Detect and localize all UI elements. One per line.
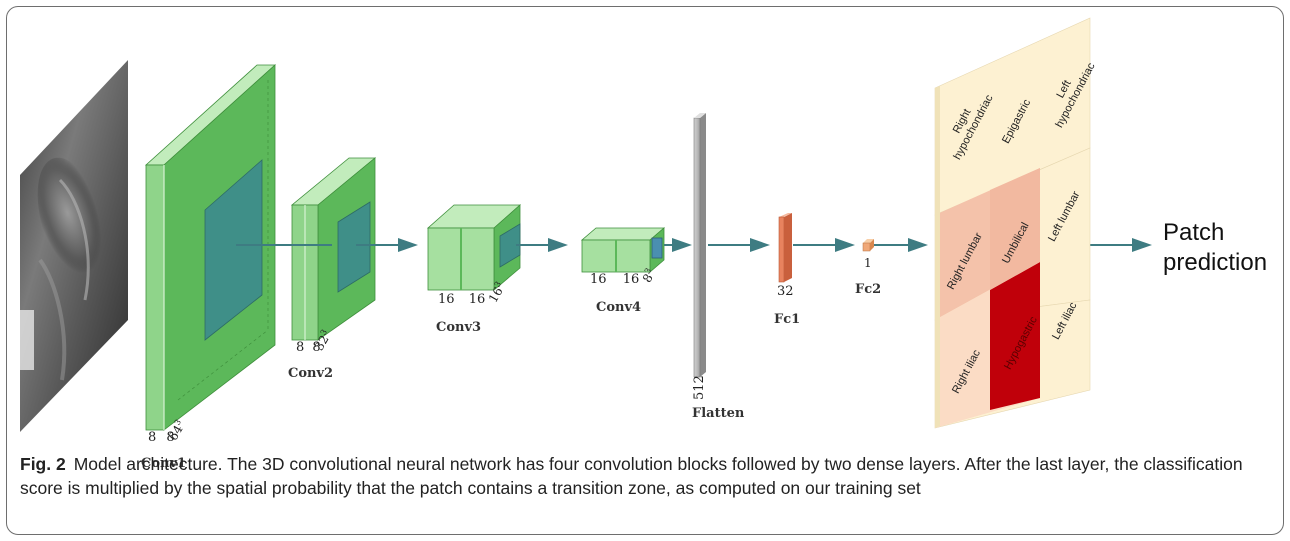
conv2-label: Conv2 — [288, 366, 334, 381]
fc2-layer — [862, 239, 874, 252]
conv2-block — [290, 157, 377, 341]
ct-input-image — [20, 60, 128, 432]
fc1-layer — [778, 213, 792, 283]
conv1-block — [144, 64, 277, 431]
flow-arrows — [236, 238, 1152, 252]
output-label: Patch prediction — [1163, 218, 1267, 278]
conv3-dim-1: 16 — [438, 292, 455, 307]
fc1-size: 32 — [777, 284, 794, 299]
caption-label: Fig. 2 — [20, 454, 66, 474]
conv3-label: Conv3 — [436, 320, 482, 335]
fc2-label: Fc2 — [855, 282, 882, 297]
conv4-block — [580, 227, 666, 273]
output-label-line2: prediction — [1163, 249, 1268, 276]
conv4-dims: 16 16 — [590, 272, 639, 287]
conv1-label: Conv1 — [141, 456, 187, 471]
caption-text: Model architecture. The 3D convolutional… — [20, 454, 1243, 498]
output-label-line1: Patch — [1163, 219, 1225, 246]
flatten-label: Flatten — [692, 406, 745, 421]
conv3-dims: 16 16 — [438, 292, 485, 307]
flatten-layer — [693, 113, 706, 378]
conv1-dims: 8 8 — [148, 430, 175, 445]
flatten-size: 512 — [692, 375, 707, 400]
conv4-dim-1: 16 — [590, 272, 607, 287]
spatial-probability-grid — [934, 17, 1091, 429]
conv1-dim-1: 8 — [148, 430, 157, 445]
conv3-block — [426, 204, 522, 291]
conv1-dim-2: 8 — [166, 430, 175, 445]
conv3-dim-2: 16 — [468, 292, 486, 307]
conv4-dim-2: 16 — [622, 272, 640, 287]
conv2-dim-1: 8 — [296, 340, 305, 355]
fc2-size: 1 — [864, 256, 872, 270]
conv2-dim-2: 8 — [312, 340, 321, 355]
conv2-dims: 8 8 — [296, 340, 321, 355]
fc1-label: Fc1 — [774, 312, 801, 327]
conv4-label: Conv4 — [596, 300, 642, 315]
